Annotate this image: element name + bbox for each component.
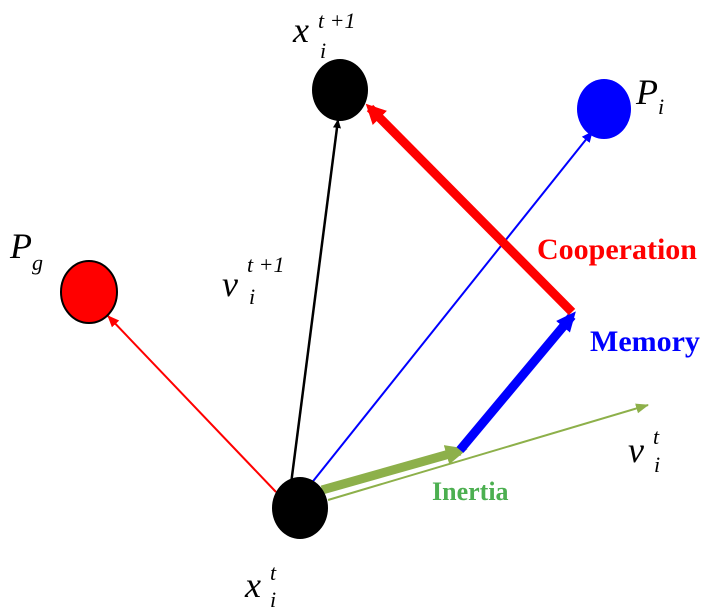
global-best-node — [60, 260, 118, 324]
label-current-position: x t i — [244, 560, 280, 612]
label-memory: Memory — [590, 325, 700, 358]
label-inertia: Inertia — [432, 477, 509, 506]
arrow-velocity-next — [289, 119, 341, 485]
arrow-to-personal-best — [309, 131, 593, 486]
label-velocity-current: v t i — [628, 424, 663, 477]
arrow-to-global-best — [107, 315, 277, 493]
label-next-position: x t +1 i — [292, 8, 359, 63]
inertia-vector — [320, 445, 468, 495]
label-velocity-next: v t +1 i — [222, 252, 288, 309]
cooperation-vector — [365, 103, 576, 316]
label-cooperation: Cooperation — [537, 233, 697, 266]
personal-best-node — [577, 79, 631, 139]
label-global-best: P g — [9, 226, 43, 275]
current-position-node — [272, 477, 328, 539]
next-position-node — [312, 59, 368, 121]
arrow-velocity-current — [327, 403, 649, 501]
label-personal-best: P i — [635, 72, 664, 119]
memory-vector — [456, 311, 576, 453]
